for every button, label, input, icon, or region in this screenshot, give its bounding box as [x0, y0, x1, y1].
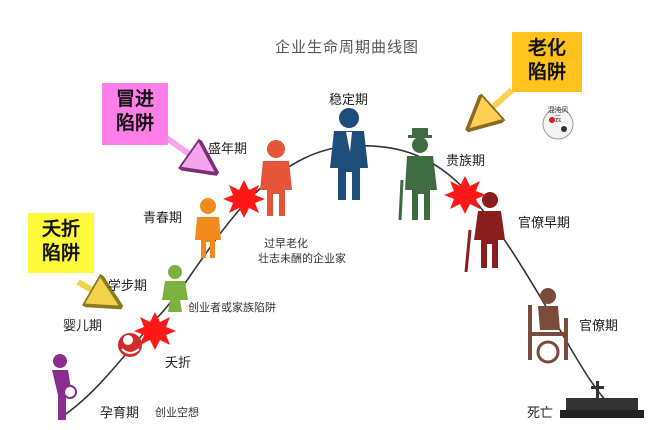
rush-trap-arrow [163, 134, 212, 170]
aging-trap-line1: 老化 [527, 37, 566, 59]
stage-label-xuebu: 学步期 [108, 279, 148, 294]
infant-trap-line2: 陷阱 [41, 242, 80, 264]
toddler-figure-icon [162, 265, 188, 312]
aging-trap-line2: 陷阱 [527, 61, 566, 83]
note-guozao-line2: 壮志未酬的企业家 [258, 252, 346, 265]
rush-trap-line1: 冒进 [115, 88, 154, 110]
stage-label-guanliao-early: 官僚早期 [518, 216, 571, 231]
burst-icon-prime [223, 180, 265, 218]
note-guozao-line1: 过早老化 [264, 237, 308, 250]
note-chuangye-kongxiang: 创业空想 [155, 406, 199, 419]
logo-text: 混沌风云 [547, 106, 569, 123]
aging-trap-arrow [472, 87, 515, 126]
aging-trap-box: 老化 陷阱 [512, 32, 582, 92]
stage-label-guanliao: 官僚期 [579, 319, 619, 334]
infant-trap-arrow [76, 282, 116, 304]
stage-label-yunyu: 孕育期 [100, 406, 140, 421]
note-jiazu-xianjing: 创业者或家族陷阱 [188, 301, 276, 314]
burst-icon-infant [134, 312, 176, 350]
prime-figure-icon [260, 140, 292, 216]
stage-label-guizu: 贵族期 [446, 154, 486, 169]
wheelchair-figure-icon [528, 288, 568, 364]
youth-figure-icon [195, 198, 221, 258]
stage-label-siwang: 死亡 [527, 406, 554, 421]
rush-trap-box: 冒进 陷阱 [102, 83, 168, 145]
stage-label-yinger: 婴儿期 [63, 319, 103, 334]
infant-trap-line1: 夭折 [41, 218, 80, 240]
logo-icon [542, 108, 574, 140]
diagram-title: 企业生命周期曲线图 [275, 38, 420, 56]
infant-trap-box: 夭折 陷阱 [28, 213, 94, 273]
stage-label-qingchun: 青春期 [143, 211, 183, 226]
note-guozao-laohua: 过早老化 壮志未酬的企业家 [258, 236, 346, 266]
baby-figure-icon [118, 333, 142, 357]
stage-label-wending: 稳定期 [329, 93, 369, 108]
early-bureaucrat-figure-icon [464, 192, 505, 273]
pregnant-figure-icon [52, 354, 77, 420]
stable-figure-icon [330, 108, 368, 200]
aristocrat-figure-icon [398, 128, 437, 221]
note-yaozhe: 夭折 [165, 356, 192, 371]
stage-label-shengnian: 盛年期 [208, 142, 248, 157]
tomb-icon [560, 381, 644, 418]
burst-icon-aristocrat [444, 176, 486, 214]
rush-trap-line2: 陷阱 [115, 112, 154, 134]
